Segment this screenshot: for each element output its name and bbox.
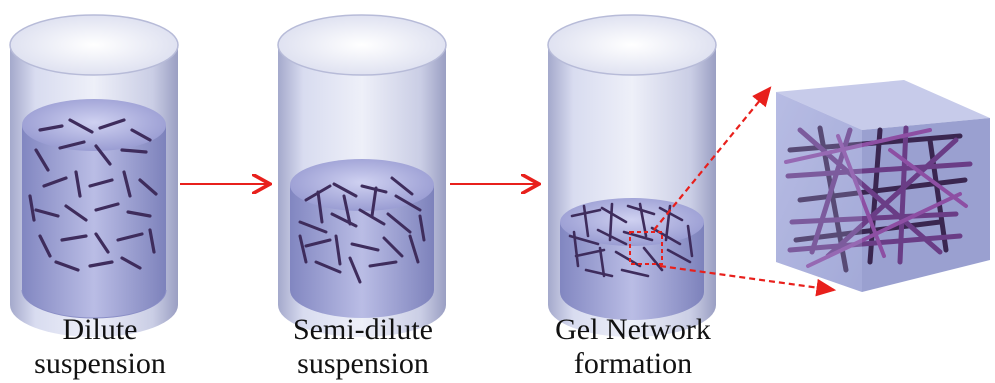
- semi-dilute-label: Semi-dilute suspension: [263, 313, 463, 381]
- dilute-label: Dilute suspension: [0, 313, 200, 381]
- network-cube: [776, 80, 990, 292]
- zoom-region-box: [629, 231, 663, 265]
- gel-label-line2: formation: [573, 347, 693, 380]
- semi-dilute-cylinder: [277, 14, 447, 337]
- dilute-cylinder: [9, 14, 179, 337]
- semi-dilute-label-line2: suspension: [297, 347, 429, 380]
- semi-dilute-rods: [298, 176, 426, 284]
- gel-label-line1: Gel Network: [555, 313, 711, 346]
- dilute-label-line2: suspension: [34, 347, 166, 380]
- zoom-line-top: [653, 86, 772, 231]
- semi-dilute-label-line1: Semi-dilute: [293, 313, 433, 346]
- gel-rods: [568, 202, 694, 278]
- dilute-rods: [28, 118, 158, 272]
- dilute-label-line1: Dilute: [62, 313, 138, 346]
- gel-label: Gel Network formation: [533, 313, 733, 381]
- gel-cylinder: [547, 14, 717, 337]
- network-rods: [784, 125, 973, 273]
